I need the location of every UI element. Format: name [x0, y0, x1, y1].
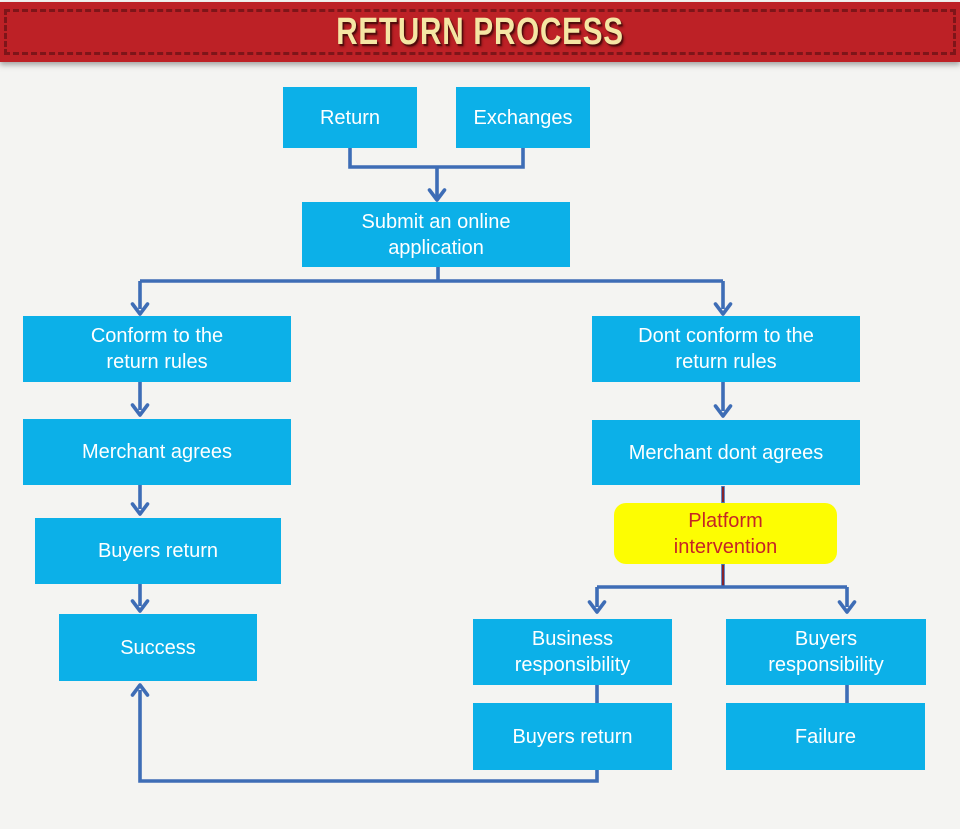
- node-buyers-return-left: Buyers return: [35, 518, 281, 584]
- node-label: Merchant dont agrees: [628, 441, 824, 464]
- node-conform-to-return-rules: Conform to the return rules: [23, 316, 291, 382]
- node-submit-online-application: Submit an online application: [302, 202, 570, 267]
- page-title: RETURN PROCESS: [336, 10, 624, 53]
- node-buyers-responsibility: Buyers responsibility: [726, 619, 926, 685]
- node-label: Buyers return: [97, 540, 219, 562]
- node-return: Return: [283, 87, 417, 148]
- node-merchant-dont-agrees: Merchant dont agrees: [592, 420, 860, 485]
- node-label: Dont conform to the return rules: [638, 325, 814, 373]
- node-label: Conform to the return rules: [90, 325, 224, 373]
- node-label: Buyers return: [512, 725, 633, 748]
- node-merchant-agrees: Merchant agrees: [23, 419, 291, 485]
- node-label: Merchant agrees: [81, 441, 233, 463]
- node-label: Submit an online application: [361, 210, 511, 259]
- node-label: Return: [319, 106, 381, 129]
- node-label: Exchanges: [473, 106, 573, 129]
- node-exchanges: Exchanges: [456, 87, 590, 148]
- node-business-responsibility: Business responsibility: [473, 619, 672, 685]
- node-failure: Failure: [726, 703, 925, 770]
- node-dont-conform-to-return-rules: Dont conform to the return rules: [592, 316, 860, 382]
- node-label: Buyers responsibility: [768, 628, 884, 676]
- node-label: Platform intervention: [673, 509, 778, 558]
- header-banner: RETURN PROCESS: [0, 2, 960, 62]
- node-buyers-return-right: Buyers return: [473, 703, 672, 770]
- node-label: Failure: [794, 725, 857, 748]
- node-platform-intervention: Platform intervention: [614, 503, 837, 564]
- node-label: Success: [120, 636, 196, 659]
- node-label: Business responsibility: [514, 628, 631, 676]
- node-success: Success: [59, 614, 257, 681]
